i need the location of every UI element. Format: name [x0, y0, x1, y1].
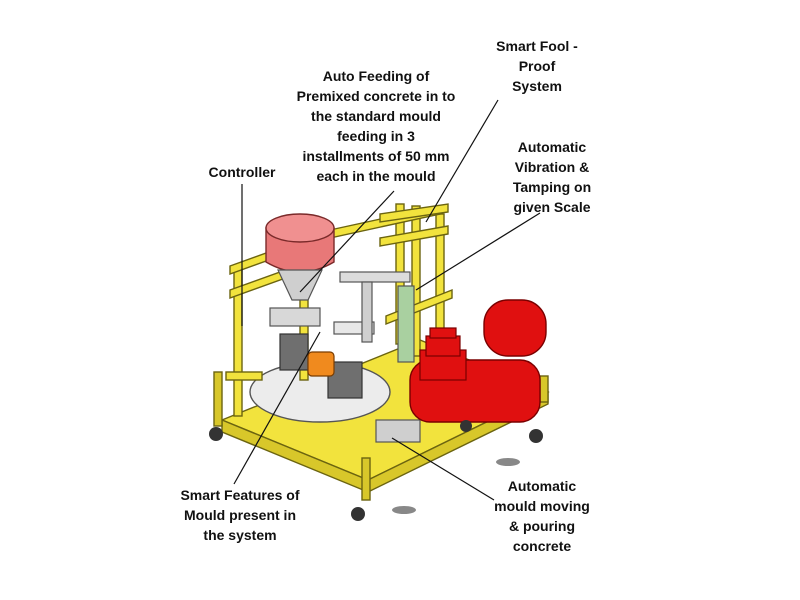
label-controller: Controller: [208, 164, 276, 180]
label-auto-feeding: Auto Feeding of Premixed concrete in to …: [296, 68, 456, 184]
label-smart-fool-proof: Smart Fool - Proof System: [496, 38, 578, 94]
leader-lines: [233, 99, 541, 501]
vibration-motor: [409, 299, 547, 423]
label-automatic-vibration: Automatic Vibration & Tamping on given S…: [512, 139, 592, 215]
caster-wheels: [209, 420, 543, 521]
concrete-hopper: [265, 213, 335, 301]
label-smart-features: Smart Features of Mould present in the s…: [180, 487, 300, 543]
label-automatic-mould: Automatic mould moving & pouring concret…: [494, 478, 590, 554]
feeding-mechanism: [269, 271, 421, 443]
